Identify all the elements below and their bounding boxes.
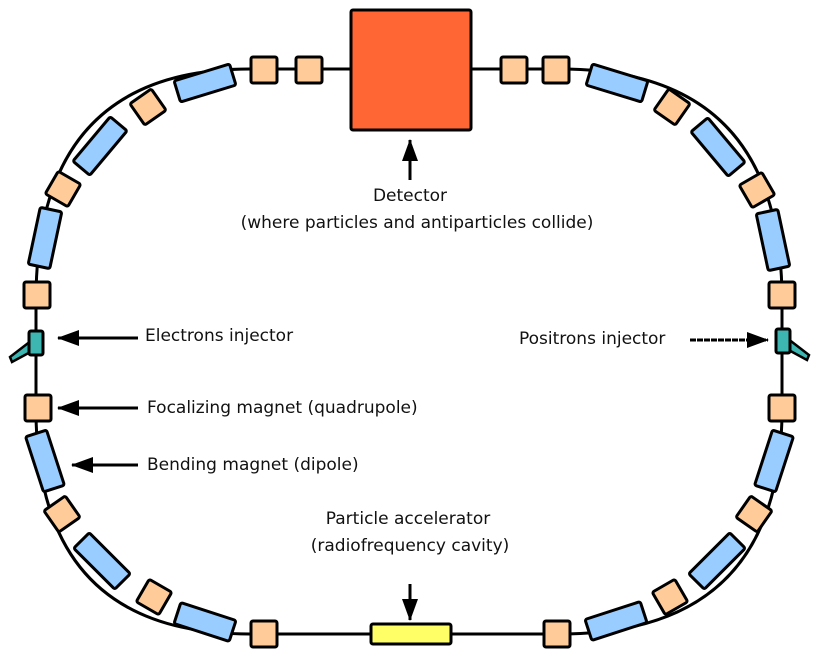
dipole-magnet [73,532,131,590]
detector-label: Detector [372,186,448,206]
detector [349,8,473,132]
quadrupole-magnet [249,55,279,85]
dipole-magnet [27,206,63,270]
dipole-magnet [173,601,237,643]
quadrupole-magnet [735,495,773,533]
dipole-magnet [173,62,237,104]
bending-magnet-label: Bending magnet (dipole) [147,455,359,475]
accelerator-note: (radiofrequency cavity) [310,536,510,556]
quadrupole-magnet [542,619,572,649]
dipole-magnet [755,208,791,272]
quadrupole-magnet [22,280,52,310]
quadrupole-magnet [43,495,81,533]
positrons-injector-label: Positrons injector [519,329,666,349]
dipole-magnet [585,62,649,104]
dipole-magnet [24,429,66,493]
accelerator-label: Particle accelerator [325,509,491,529]
dipole-magnet [690,117,746,177]
radiofrequency-cavity [369,622,453,646]
quadrupole-magnet [129,88,167,126]
quadrupole-magnet [767,393,797,423]
positrons-injector [774,327,811,362]
quadrupole-magnet [767,280,797,310]
quadrupole-magnet [541,55,571,85]
dipole-magnet [753,429,795,493]
quadrupole-magnet [653,88,691,126]
quadrupole-magnet [23,393,53,423]
detector-note: (where particles and antiparticles colli… [240,213,594,233]
dipole-magnet [584,600,648,642]
quadrupole-magnet [44,170,82,208]
dipole-magnet [688,532,746,590]
quadrupole-magnet [294,55,324,85]
quadrupole-magnet [499,55,529,85]
quadrupole-magnet [249,619,279,649]
electrons-injector-label: Electrons injector [145,326,294,346]
electrons-injector [8,329,45,364]
focalizing-magnet-label: Focalizing magnet (quadrupole) [147,398,418,418]
dipole-magnet [72,116,128,176]
quadrupole-magnet [135,578,173,616]
quadrupole-magnet [651,578,689,616]
quadrupole-magnet [738,171,776,209]
